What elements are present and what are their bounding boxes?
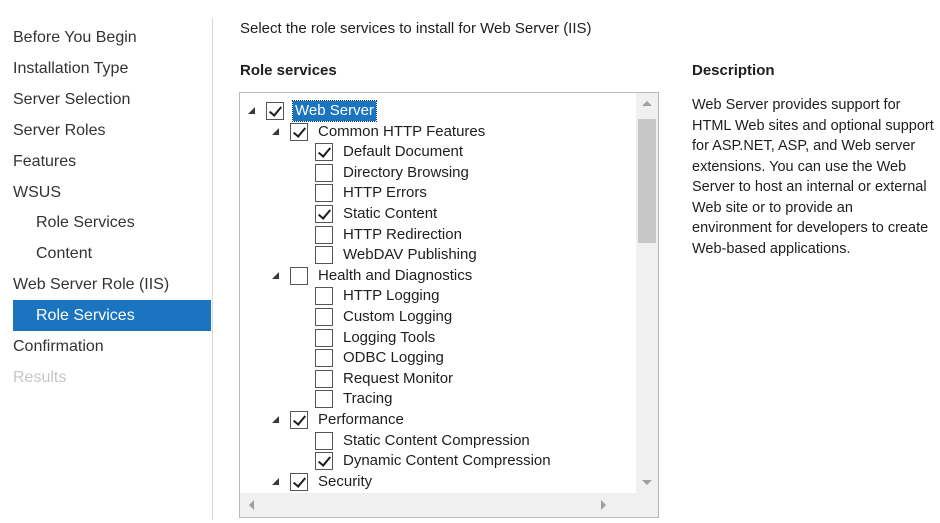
tree-item-label[interactable]: WebDAV Publishing <box>343 246 477 264</box>
checkbox-unchecked[interactable] <box>315 349 333 368</box>
tree-row[interactable]: WebDAV Publishing <box>240 245 636 265</box>
tree-item-label[interactable]: Web Server <box>292 100 377 122</box>
description-text: Web Server provides support for HTML Web… <box>692 97 934 257</box>
checkbox-unchecked[interactable] <box>290 266 308 285</box>
tree-row[interactable]: HTTP Errors <box>240 183 636 203</box>
checkbox-unchecked[interactable] <box>315 225 333 244</box>
expander-triangle-icon[interactable] <box>272 271 279 279</box>
vertical-scrollbar[interactable] <box>636 93 658 493</box>
tree-item-label[interactable]: Tracing <box>343 390 393 408</box>
tree-item-label[interactable]: Custom Logging <box>343 308 453 325</box>
checkbox-checked[interactable] <box>290 122 308 141</box>
nav-item-before-you-begin[interactable]: Before You Begin <box>13 29 137 46</box>
checkbox-checked[interactable] <box>290 472 308 491</box>
checkbox-unchecked[interactable] <box>315 246 333 265</box>
expander-triangle-icon[interactable] <box>272 416 279 423</box>
tree-row[interactable]: Performance <box>240 410 636 430</box>
tree-item-label[interactable]: Logging Tools <box>343 328 436 346</box>
checkbox-checked[interactable] <box>266 102 284 120</box>
tree-item-label[interactable]: Static Content Compression <box>343 431 530 449</box>
scrollbar-thumb[interactable] <box>638 119 656 243</box>
nav-item-server-roles[interactable]: Server Roles <box>13 121 106 139</box>
tree-row[interactable]: Health and Diagnostics <box>240 266 636 286</box>
checkbox-unchecked[interactable] <box>315 287 333 306</box>
scroll-right-arrow-icon[interactable] <box>601 500 606 510</box>
tree-row[interactable]: Dynamic Content Compression <box>240 451 636 471</box>
checkbox-checked[interactable] <box>315 143 333 162</box>
scroll-left-arrow-icon[interactable] <box>249 500 254 510</box>
checkbox-unchecked[interactable] <box>315 431 333 450</box>
tree-item-label[interactable]: Security <box>318 472 373 490</box>
tree-item-label[interactable]: Static Content <box>343 205 438 222</box>
tree-item-label[interactable]: HTTP Errors <box>343 184 427 202</box>
tree-row[interactable]: Default Document <box>240 142 636 162</box>
tree-row[interactable]: ODBC Logging <box>240 348 636 368</box>
tree-row[interactable]: Security <box>240 472 636 492</box>
tree-item-label[interactable]: ODBC Logging <box>343 349 444 367</box>
tree-row[interactable]: Static Content Compression <box>240 431 636 451</box>
nav-item-server-selection[interactable]: Server Selection <box>13 90 131 108</box>
scroll-up-arrow-icon[interactable] <box>642 101 652 106</box>
tree-item-label[interactable]: Default Document <box>343 143 464 161</box>
expander-triangle-icon[interactable] <box>248 107 255 114</box>
role-services-heading: Role services <box>240 62 337 79</box>
nav-item-role-services-sub[interactable]: Role Services <box>13 300 211 332</box>
expander-triangle-icon[interactable] <box>272 477 279 485</box>
tree-row[interactable]: HTTP Redirection <box>240 225 636 245</box>
nav-item-wsus[interactable]: WSUS <box>13 183 61 201</box>
tree-item-label[interactable]: Performance <box>318 411 404 428</box>
checkbox-unchecked[interactable] <box>315 308 333 326</box>
tree-item-label[interactable]: HTTP Logging <box>343 287 440 305</box>
nav-item-features[interactable]: Features <box>13 152 77 170</box>
nav-item-confirmation[interactable]: Confirmation <box>13 338 104 355</box>
checkbox-unchecked[interactable] <box>315 328 333 347</box>
tree-item-label[interactable]: Health and Diagnostics <box>318 266 473 284</box>
description-heading: Description <box>692 62 775 79</box>
tree-item-label[interactable]: Dynamic Content Compression <box>343 452 551 470</box>
tree-item-label[interactable]: HTTP Redirection <box>343 225 462 243</box>
tree-item-label[interactable]: Request Monitor <box>343 369 454 387</box>
checkbox-unchecked[interactable] <box>315 369 333 388</box>
page-instruction: Select the role services to install for … <box>240 20 592 37</box>
expander-triangle-icon[interactable] <box>272 127 279 135</box>
checkbox-checked[interactable] <box>290 411 308 429</box>
tree-row[interactable]: Custom Logging <box>240 307 636 327</box>
checkbox-unchecked[interactable] <box>315 390 333 409</box>
tree-row[interactable]: Logging Tools <box>240 328 636 348</box>
tree-row[interactable]: HTTP Logging <box>240 286 636 306</box>
tree-item-label[interactable]: Common HTTP Features <box>318 122 486 140</box>
scroll-down-arrow-icon[interactable] <box>642 480 652 485</box>
checkbox-unchecked[interactable] <box>315 184 333 203</box>
nav-divider <box>212 18 213 520</box>
tree-row[interactable]: Tracing <box>240 389 636 409</box>
nav-item-installation-type[interactable]: Installation Type <box>13 59 129 77</box>
nav-item-results: Results <box>13 368 67 386</box>
tree-row[interactable]: Static Content <box>240 204 636 224</box>
nav-item-content-sub[interactable]: Content <box>36 245 93 263</box>
tree-item-label[interactable]: Directory Browsing <box>343 163 469 181</box>
tree-row[interactable]: Request Monitor <box>240 369 636 389</box>
nav-item-role-services-sub[interactable]: Role Services <box>36 214 135 232</box>
tree-row[interactable]: Web Server <box>240 100 636 122</box>
tree-row[interactable]: Common HTTP Features <box>240 122 636 142</box>
nav-item-web-server-role-iis[interactable]: Web Server Role (IIS) <box>13 276 170 294</box>
checkbox-checked[interactable] <box>315 205 333 223</box>
scrollbar-corner <box>636 493 658 517</box>
horizontal-scrollbar[interactable] <box>240 493 636 517</box>
checkbox-checked[interactable] <box>315 452 333 471</box>
checkbox-unchecked[interactable] <box>315 163 333 182</box>
tree-row[interactable]: Directory Browsing <box>240 163 636 183</box>
